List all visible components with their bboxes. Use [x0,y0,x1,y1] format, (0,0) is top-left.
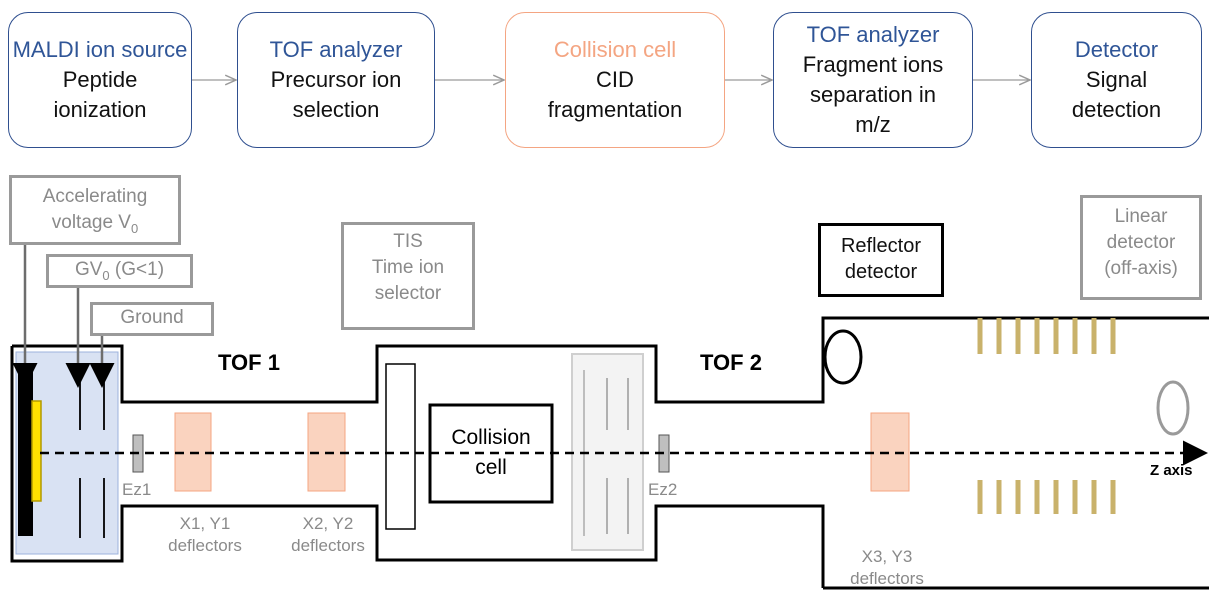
flow-desc: Peptide ionization [53,67,147,122]
sample-target [31,400,42,502]
tof2-label: TOF 2 [700,350,762,375]
tis-electrode [385,363,416,530]
label-subscript: 0 [131,220,139,236]
reflector-detector-ring [823,329,863,385]
flow-desc: Fragment ions separation in m/z [802,52,944,137]
xy2-deflectors-label: X2, Y2 deflectors [291,514,365,555]
flow-box-tof-analyzer-1: TOF analyzer Precursor ion selection [237,12,435,148]
flow-box-detector: Detector Signal detection [1031,12,1202,148]
reflectron-rings-upper [977,318,1116,354]
flow-title: Collision cell [553,37,677,62]
ez1-label: Ez1 [122,480,152,499]
z-axis-label: Z axis [1150,462,1193,479]
flow-desc: Precursor ion selection [270,67,402,122]
accelerating-voltage-label: Accelerating voltage V0 [9,175,181,245]
flow-desc: CID fragmentation [547,67,683,122]
ground-label: Ground [90,302,214,336]
instrument-housing [10,316,1209,590]
flow-title: TOF analyzer [806,22,940,47]
flow-box-ion-source: MALDI ion source Peptide ionization [8,12,192,148]
collision-cell-label: Collision cell [451,426,531,479]
gv0-label: GV0 (G<1) [46,254,193,288]
linear-detector-ring [1156,380,1190,436]
xy3-deflectors-label: X3, Y3 deflectors [850,547,924,588]
reflector-detector-label: Reflector detector [818,223,944,297]
sample-plate [18,370,33,536]
reflectron-rings-lower [977,480,1116,514]
tof1-label: TOF 1 [218,350,280,375]
xy1-deflectors-label: X1, Y1 deflectors [168,514,242,555]
ez2-label: Ez2 [648,480,678,499]
tis-label: TIS Time ion selector [341,222,475,330]
flow-title: MALDI ion source [12,37,188,62]
label-text: (G<1) [109,259,165,280]
flow-box-tof-analyzer-2: TOF analyzer Fragment ions separation in… [773,12,973,148]
flow-title: Detector [1074,37,1159,62]
linear-detector-label: Linear detector (off-axis) [1080,195,1202,300]
label-text: GV [74,259,103,280]
flow-title: TOF analyzer [269,37,403,62]
label-subscript: 0 [102,267,110,283]
flow-desc: Signal detection [1071,67,1162,122]
flow-box-collision-cell: Collision cell CID fragmentation [505,12,725,148]
label-text: Accelerating voltage V [42,186,148,233]
